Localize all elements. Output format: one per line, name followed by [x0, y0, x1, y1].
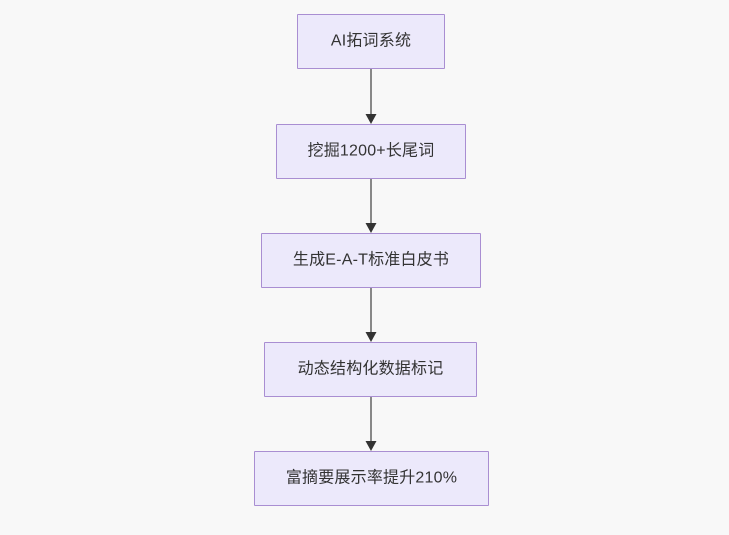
- flowchart-node-1[interactable]: AI拓词系统: [297, 14, 445, 69]
- flowchart-edge-2: [362, 179, 380, 233]
- flowchart-node-5-label: 富摘要展示率提升210%: [285, 469, 458, 486]
- flowchart-edge-4: [362, 397, 380, 451]
- flowchart-node-2-label: 挖掘1200+长尾词: [307, 142, 435, 159]
- flowchart-node-4[interactable]: 动态结构化数据标记: [264, 342, 477, 397]
- flowchart-node-3-label: 生成E-A-T标准白皮书: [292, 251, 450, 268]
- flowchart-node-1-label: AI拓词系统: [330, 32, 412, 49]
- flowchart-node-5[interactable]: 富摘要展示率提升210%: [254, 451, 489, 506]
- flowchart-node-3[interactable]: 生成E-A-T标准白皮书: [261, 233, 481, 288]
- flowchart-edge-1: [362, 69, 380, 124]
- flowchart-node-4-label: 动态结构化数据标记: [297, 360, 444, 377]
- flowchart-node-2[interactable]: 挖掘1200+长尾词: [276, 124, 466, 179]
- flowchart-edge-3: [362, 288, 380, 342]
